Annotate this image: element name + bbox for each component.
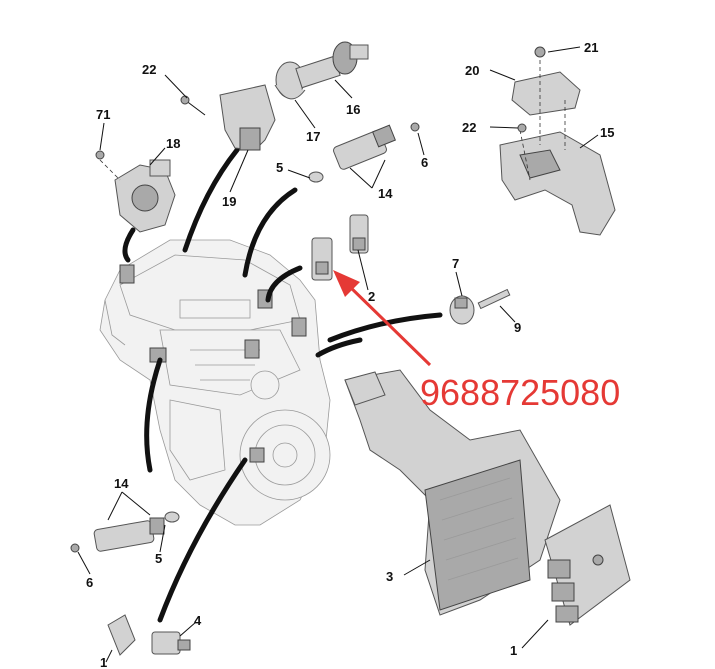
callout-22-top: 22 [142, 62, 156, 77]
clip-17 [274, 84, 306, 100]
ecu-bracket-3 [344, 369, 561, 616]
callout-9: 9 [514, 320, 521, 335]
part-number-annotation: 9688725080 [333, 270, 620, 413]
bolt-9 [477, 288, 511, 310]
sensor-bottom-left [107, 614, 136, 656]
valve-18 [114, 159, 176, 233]
sensor-7 [449, 295, 475, 325]
callout-14-bottom: 14 [114, 476, 129, 491]
bracket-15 [499, 60, 616, 236]
callout-17: 17 [306, 129, 320, 144]
callout-7: 7 [452, 256, 459, 271]
callout-18: 18 [166, 136, 180, 151]
mount-20 [511, 46, 581, 116]
callout-6-top: 6 [421, 155, 428, 170]
part-number-label: 9688725080 [420, 372, 620, 413]
sensor-4 [151, 631, 191, 655]
callout-14-top: 14 [378, 186, 393, 201]
wiring-harness-leads [122, 147, 443, 623]
callout-2: 2 [368, 289, 375, 304]
bolt-22-right [517, 123, 527, 133]
leader-lines [77, 46, 599, 663]
engine-block [99, 239, 331, 526]
callout-19: 19 [222, 194, 236, 209]
callout-1-right: 1 [510, 643, 517, 658]
sensor-2 [311, 214, 369, 281]
callout-4: 4 [194, 613, 202, 628]
solenoid-14-upper [308, 122, 420, 183]
callout-16: 16 [346, 102, 360, 117]
callout-labels: 22 16 17 19 18 71 5 6 14 2 20 21 22 15 7… [86, 40, 614, 669]
callout-5-top: 5 [276, 160, 283, 175]
callout-1-bottom: 1 [100, 655, 107, 669]
callout-71: 71 [96, 107, 110, 122]
bolt-22-top [180, 95, 206, 116]
solenoid-14-lower [70, 511, 180, 553]
sensor-bracket-19 [219, 84, 276, 151]
callout-3: 3 [386, 569, 393, 584]
callout-15: 15 [600, 125, 614, 140]
callout-20: 20 [465, 63, 479, 78]
callout-5-bottom: 5 [155, 551, 162, 566]
callout-21: 21 [584, 40, 598, 55]
ecu-module-1 [544, 504, 631, 626]
bolt-71 [95, 150, 121, 181]
arrow-head-icon [333, 270, 360, 297]
callout-6-bottom: 6 [86, 575, 93, 590]
callout-22-right: 22 [462, 120, 476, 135]
